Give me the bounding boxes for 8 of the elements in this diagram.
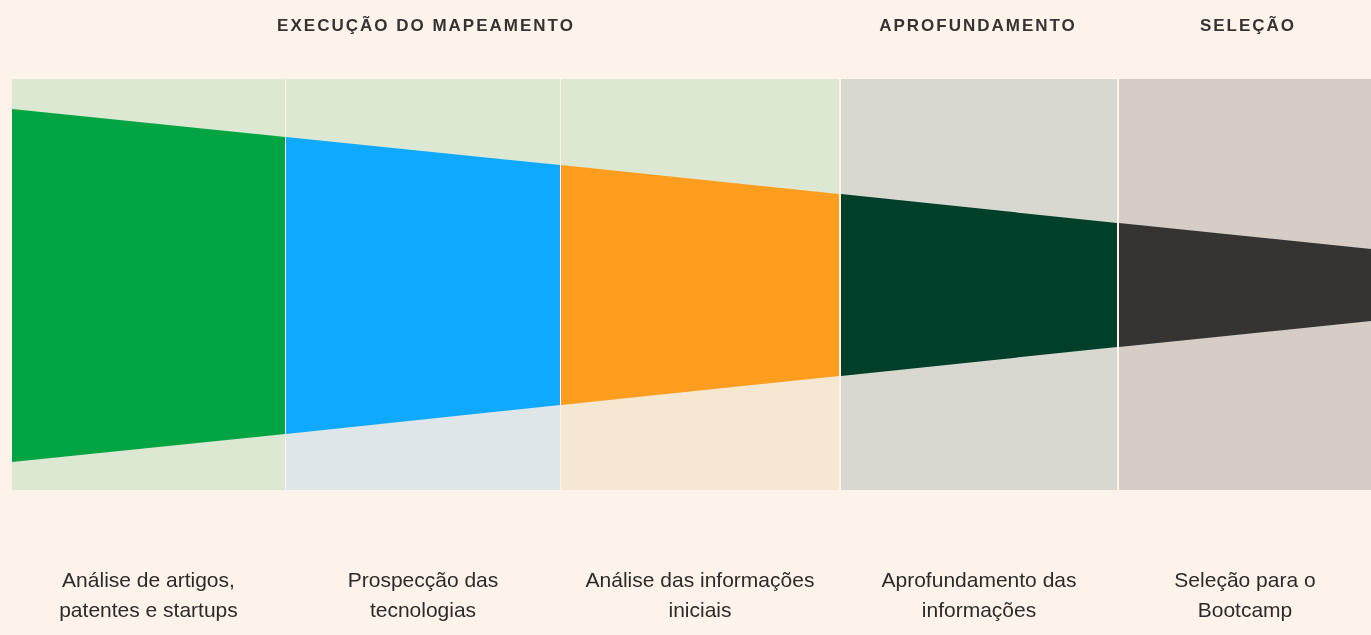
stage-label: Prospecção das tecnologias (346, 567, 500, 623)
stage-label: Análise das informações iniciais (584, 567, 816, 623)
stage-label: Aprofundamento das informações (880, 567, 1078, 623)
phase-heading: SELEÇÃO (1199, 16, 1297, 36)
phase-heading: EXECUÇÃO DO MAPEAMENTO (277, 16, 575, 36)
stage-label: Seleção para o Bootcamp (1173, 567, 1317, 623)
stage-label: Análise de artigos, patentes e startups (58, 567, 239, 623)
phase-heading: APROFUNDAMENTO (879, 16, 1077, 36)
